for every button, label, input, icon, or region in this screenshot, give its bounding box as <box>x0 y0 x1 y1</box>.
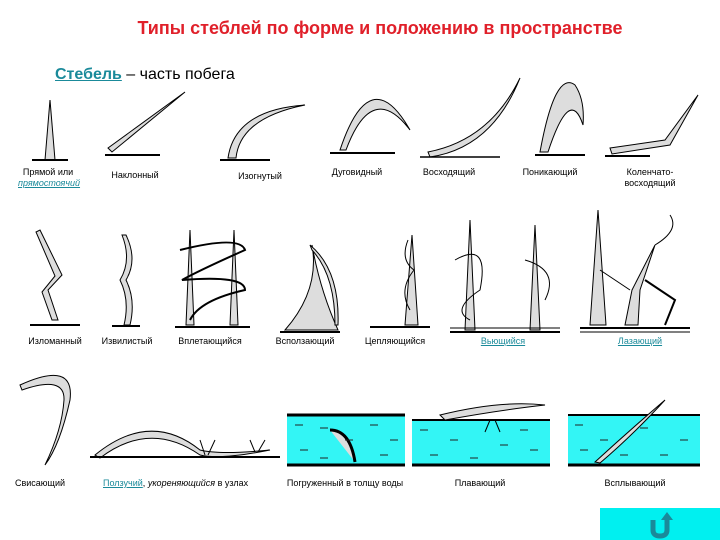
sinuous-stem-illustration <box>112 234 140 327</box>
subtitle-text: – часть побега <box>121 66 235 83</box>
u-turn-arrow-icon <box>650 512 673 539</box>
water-dashes <box>295 424 688 459</box>
upright-link[interactable]: прямостоячий <box>18 178 81 188</box>
inclined-stem-illustration <box>105 91 186 156</box>
label-zigzag: Изломанный <box>28 336 82 346</box>
label-text: в узлах <box>215 478 249 488</box>
curved-stem-illustration <box>220 104 306 161</box>
label-submerged: Погруженный в толщу воды <box>286 478 404 488</box>
page-title: Типы стеблей по форме и положению в прос… <box>137 18 623 38</box>
ascending-stem-illustration <box>420 77 521 158</box>
zigzag-stem-illustration <box>30 229 80 326</box>
label-emerging: Всплывающий <box>604 478 666 488</box>
floating-water-box <box>412 403 550 467</box>
scrambling-link[interactable]: Лазающий <box>617 336 663 346</box>
label-floating: Плавающий <box>454 478 506 488</box>
subtitle: Стебель – часть побега <box>55 66 235 84</box>
label-text: , <box>142 478 148 488</box>
clinging-stem-illustration <box>370 234 430 328</box>
label-inclined: Наклонный <box>111 170 159 180</box>
label-text: Коленчато- <box>626 167 674 177</box>
back-button[interactable] <box>600 508 720 540</box>
label-text: Прямой или <box>22 167 74 177</box>
creeping-up-stem-illustration <box>280 244 340 333</box>
twining-stem-illustration <box>175 229 250 328</box>
label-ascending: Восходящий <box>422 167 476 177</box>
climbing-link[interactable]: Вьющийся <box>480 336 526 346</box>
label-geniculate: Коленчато-восходящий <box>615 167 685 189</box>
drooping-stem-illustration <box>535 82 585 156</box>
hanging-stem-illustration <box>19 374 71 466</box>
stem-link[interactable]: Стебель <box>55 66 122 83</box>
arched-stem-illustration <box>330 98 411 154</box>
label-curved: Изогнутый <box>238 171 282 181</box>
climbing-stem-illustration <box>450 219 560 333</box>
label-hanging: Свисающий <box>14 478 66 488</box>
emerging-water-box <box>568 399 700 467</box>
label-arched: Дуговидный <box>331 167 383 177</box>
creeping-stem-illustration <box>90 430 280 459</box>
creeping-link[interactable]: Ползучий <box>103 478 143 488</box>
upright-stem-illustration <box>32 99 68 161</box>
label-text: восходящий <box>624 178 676 188</box>
geniculate-stem-illustration <box>605 94 699 157</box>
label-drooping: Поникающий <box>522 167 578 177</box>
label-creeping: Ползучий, укореняющийся в узлах <box>103 478 248 489</box>
label-text: укореняющийся <box>147 478 216 488</box>
label-twining: Вплетающийся <box>178 336 242 346</box>
label-creeping-up: Всползающий <box>275 336 335 346</box>
label-clinging: Цепляющийся <box>364 336 426 346</box>
scrambling-stem-illustration <box>580 209 690 333</box>
label-sinuous: Извилистый <box>101 336 153 346</box>
